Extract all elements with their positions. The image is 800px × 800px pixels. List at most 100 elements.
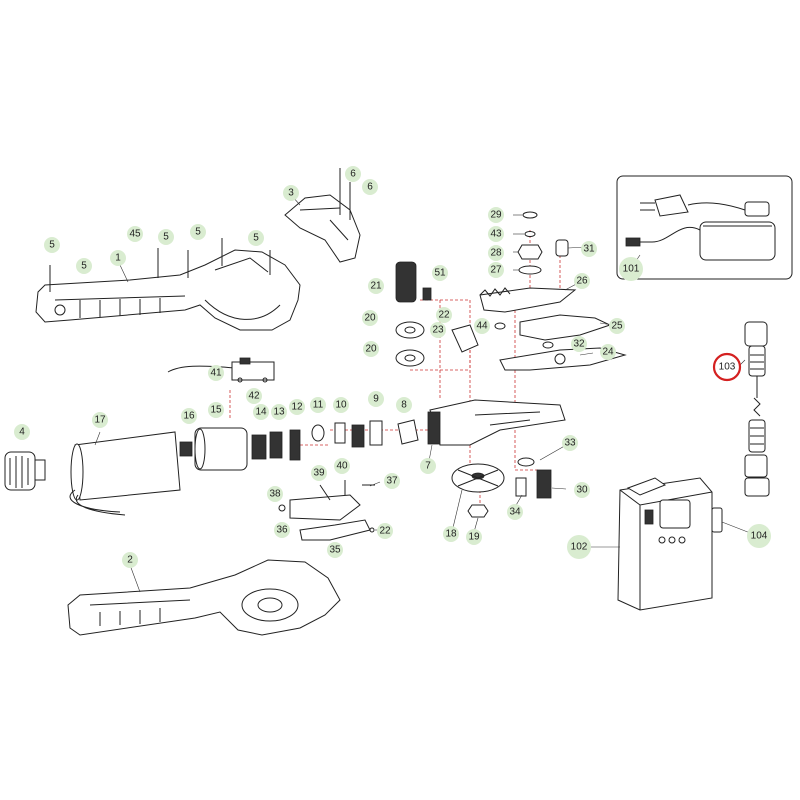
callout-43[interactable]: 43	[488, 226, 504, 242]
bevel-gear-part	[451, 463, 505, 518]
callout-44[interactable]: 44	[474, 318, 490, 334]
callout-2[interactable]: 2	[122, 552, 138, 568]
screws-5	[49, 168, 351, 292]
callout-21[interactable]: 21	[368, 278, 384, 294]
callout-15[interactable]: 15	[208, 402, 224, 418]
callout-7[interactable]: 7	[420, 458, 436, 474]
callout-5[interactable]: 5	[44, 237, 60, 253]
callout-14[interactable]: 14	[253, 404, 269, 420]
callout-number: 39	[313, 468, 325, 479]
callout-29[interactable]: 29	[488, 207, 504, 223]
callout-34[interactable]: 34	[507, 504, 523, 520]
callout-104[interactable]: 104	[747, 524, 771, 548]
callout-31[interactable]: 31	[581, 241, 597, 257]
connector-part	[4, 451, 46, 491]
motor-part	[69, 431, 181, 516]
callout-6[interactable]: 6	[345, 166, 361, 182]
callout-bubble	[562, 435, 578, 451]
callout-26[interactable]: 26	[574, 273, 590, 289]
callout-number: 4	[19, 427, 25, 438]
callout-17[interactable]: 17	[92, 412, 108, 428]
callout-8[interactable]: 8	[396, 397, 412, 413]
callout-5[interactable]: 5	[190, 224, 206, 240]
callout-32[interactable]: 32	[571, 336, 587, 352]
callout-number: 9	[373, 394, 379, 405]
callout-33[interactable]: 33	[562, 435, 578, 451]
callout-bubble	[466, 529, 482, 545]
upper-housing-part	[35, 249, 301, 331]
callout-38[interactable]: 38	[267, 486, 283, 502]
callout-bubble	[747, 524, 771, 548]
callout-36[interactable]: 36	[274, 522, 290, 538]
callout-9[interactable]: 9	[368, 391, 384, 407]
callout-bubble	[127, 226, 143, 242]
callout-bubble	[327, 542, 343, 558]
callout-19[interactable]: 19	[466, 529, 482, 545]
callout-bubble	[574, 482, 590, 498]
callout-103-highlighted[interactable]: 103	[719, 362, 736, 373]
gear-set-part	[251, 424, 325, 461]
callout-27[interactable]: 27	[488, 262, 504, 278]
callout-13[interactable]: 13	[271, 404, 287, 420]
callout-bubble	[283, 185, 299, 201]
callout-5[interactable]: 5	[248, 230, 264, 246]
callout-bubble	[190, 224, 206, 240]
callout-30[interactable]: 30	[574, 482, 590, 498]
callout-39[interactable]: 39	[311, 465, 327, 481]
callout-6[interactable]: 6	[362, 179, 378, 195]
callout-11[interactable]: 11	[310, 397, 326, 413]
callout-number: 7	[425, 461, 431, 472]
callout-number: 19	[468, 532, 480, 543]
callout-22[interactable]: 22	[436, 307, 452, 323]
callout-bubble	[581, 241, 597, 257]
callout-number: 43	[490, 229, 502, 240]
callout-23[interactable]: 23	[430, 322, 446, 338]
callout-4[interactable]: 4	[14, 424, 30, 440]
callout-bubble	[208, 365, 224, 381]
callout-1[interactable]: 1	[110, 250, 126, 266]
callout-number: 31	[583, 244, 595, 255]
callout-5[interactable]: 5	[158, 229, 174, 245]
callout-101[interactable]: 101	[619, 257, 643, 281]
callout-bubble	[488, 245, 504, 261]
top-cover-part	[284, 194, 361, 263]
callout-22[interactable]: 22	[377, 523, 393, 539]
callout-51[interactable]: 51	[432, 265, 448, 281]
battery-pack-part	[617, 477, 723, 611]
callout-20[interactable]: 20	[363, 341, 379, 357]
callout-37[interactable]: 37	[384, 473, 400, 489]
callout-5[interactable]: 5	[76, 258, 92, 274]
callout-16[interactable]: 16	[181, 408, 197, 424]
callout-24[interactable]: 24	[600, 344, 616, 360]
callout-number: 38	[269, 489, 281, 500]
callout-25[interactable]: 25	[609, 318, 625, 334]
callout-number: 40	[336, 461, 348, 472]
gearbox-part	[179, 427, 248, 471]
callout-12[interactable]: 12	[289, 399, 305, 415]
callout-35[interactable]: 35	[327, 542, 343, 558]
callout-bubble	[619, 257, 643, 281]
trigger-parts	[278, 480, 375, 541]
callout-40[interactable]: 40	[334, 458, 350, 474]
callout-28[interactable]: 28	[488, 245, 504, 261]
callout-3[interactable]: 3	[283, 185, 299, 201]
callout-20[interactable]: 20	[362, 310, 378, 326]
callout-41[interactable]: 41	[208, 365, 224, 381]
callout-10[interactable]: 10	[333, 397, 349, 413]
callout-bubble	[76, 258, 92, 274]
callout-18[interactable]: 18	[443, 526, 459, 542]
callout-bubble	[443, 526, 459, 542]
callout-number: 35	[329, 545, 341, 556]
callout-number: 32	[573, 339, 585, 350]
callout-number: 1	[115, 253, 121, 264]
callout-number: 5	[49, 240, 55, 251]
callout-bubble	[436, 307, 452, 323]
callout-45[interactable]: 45	[127, 226, 143, 242]
callout-42[interactable]: 42	[246, 388, 262, 404]
callout-102[interactable]: 102	[567, 535, 591, 559]
highlight-ring[interactable]	[712, 352, 742, 382]
callout-number: 22	[438, 310, 450, 321]
callout-number: 37	[386, 476, 398, 487]
callout-number: 102	[571, 542, 588, 553]
callout-bubble	[488, 262, 504, 278]
